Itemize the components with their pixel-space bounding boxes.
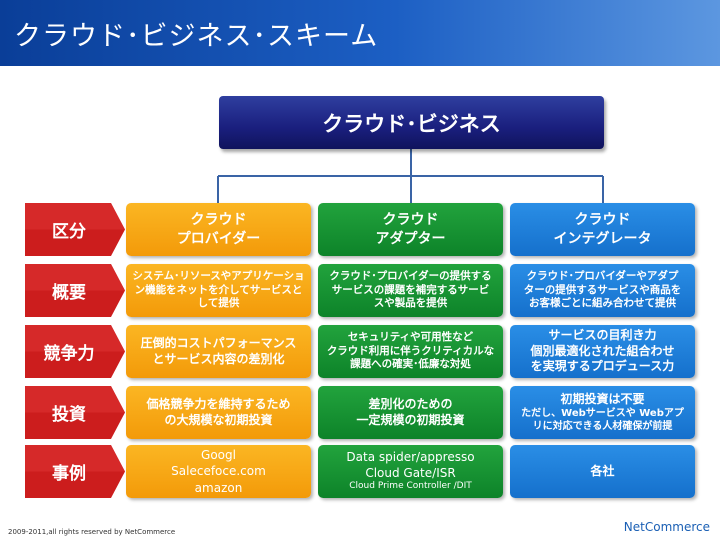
row-label-text: 競争力	[43, 344, 95, 364]
copyright-text: 2009-2011,all rights reserved by NetComm…	[8, 528, 176, 536]
row-label-text: 事例	[52, 464, 86, 484]
red-arrow-shape	[25, 203, 125, 256]
cell-adapter-investment: 差別化のための一定規模の初期投資	[318, 386, 503, 439]
cell-provider-competitiveness: 圧倒的コストパフォーマンスとサービス内容の差別化	[126, 325, 311, 378]
red-arrow-shape	[25, 325, 125, 378]
cell-adapter-overview: クラウド･プロバイダーの提供するサービスの課題を補完するサービスや製品を提供	[318, 264, 503, 317]
row-label-category: 区分	[25, 203, 125, 256]
slide-title: クラウド･ビジネス･スキーム	[14, 21, 379, 52]
cell-adapter-competitiveness: セキュリティや可用性などクラウド利用に伴うクリティカルな課題への確実･低廉な対処	[318, 325, 503, 378]
red-arrow-shape	[25, 445, 125, 498]
row-label-investment: 投資	[25, 386, 125, 439]
row-label-examples: 事例	[25, 445, 125, 498]
brand-logo-text: NetCommerce	[623, 520, 710, 534]
cell-integrator-overview: クラウド･プロバイダーやアダプターの提供するサービスや商品をお客様ごとに組み合わ…	[510, 264, 695, 317]
row-label-text: 区分	[52, 222, 86, 242]
header-bar: クラウド･ビジネス･スキーム	[0, 0, 720, 66]
cell-integrator-investment: 初期投資は不要ただし、Webサービスや Webアプリに対応できる人材確保が前提	[510, 386, 695, 439]
cell-integrator-competitiveness: サービスの目利き力個別最適化された組合わせを実現するプロデュース力	[510, 325, 695, 378]
cell-provider-investment: 価格競争力を維持するための大規模な初期投資	[126, 386, 311, 439]
row-label-competitiveness: 競争力	[25, 325, 125, 378]
cell-adapter-category: クラウドアダプター	[318, 203, 503, 256]
red-arrow-shape	[25, 386, 125, 439]
top-node-cloud-business: クラウド･ビジネス	[219, 96, 604, 149]
cell-integrator-examples: 各社	[510, 445, 695, 498]
row-label-overview: 概要	[25, 264, 125, 317]
cell-integrator-category: クラウドインテグレータ	[510, 203, 695, 256]
cell-provider-category: クラウドプロバイダー	[126, 203, 311, 256]
row-label-text: 投資	[52, 405, 86, 425]
cell-provider-overview: システム･リソースやアプリケーション機能をネットを介してサービスとして提供	[126, 264, 311, 317]
red-arrow-shape	[25, 264, 125, 317]
row-label-text: 概要	[52, 283, 86, 303]
